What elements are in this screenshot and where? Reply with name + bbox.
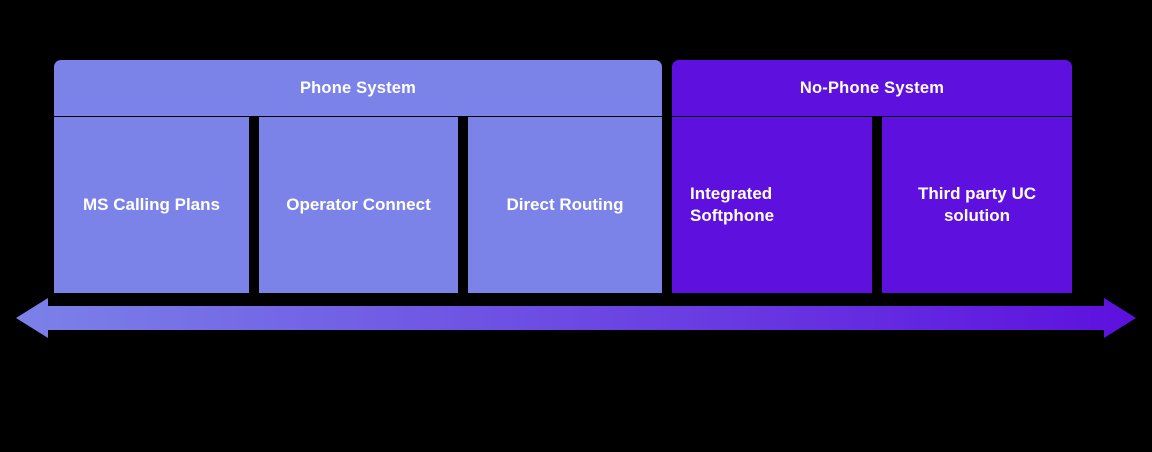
option-box-operator-connect[interactable]: Operator Connect xyxy=(259,117,458,293)
option-box-third-party-uc-solution-label: Third party UC solution xyxy=(917,183,1037,225)
group-header-phone-system-label: Phone System xyxy=(299,78,417,97)
option-box-row: MS Calling Plans Operator Connect Direct… xyxy=(54,117,1072,293)
option-box-integrated-softphone[interactable]: Integrated Softphone xyxy=(672,117,872,293)
option-box-operator-connect-label: Operator Connect xyxy=(286,194,431,214)
spectrum-double-arrow-icon xyxy=(14,296,1138,340)
group-header-row: Phone System No-Phone System xyxy=(54,60,1072,116)
group-header-phone-system[interactable]: Phone System xyxy=(54,60,662,116)
spectrum-arrow-shape xyxy=(16,298,1136,338)
option-box-third-party-uc-solution[interactable]: Third party UC solution xyxy=(882,117,1072,293)
spectrum-double-arrow-svg xyxy=(16,298,1136,338)
option-box-ms-calling-plans-label: MS Calling Plans xyxy=(83,194,220,214)
option-box-ms-calling-plans[interactable]: MS Calling Plans xyxy=(54,117,249,293)
option-box-direct-routing[interactable]: Direct Routing xyxy=(468,117,662,293)
group-header-no-phone-system[interactable]: No-Phone System xyxy=(672,60,1072,116)
group-header-no-phone-system-label: No-Phone System xyxy=(799,78,945,97)
option-box-integrated-softphone-label: Integrated Softphone xyxy=(690,183,775,225)
option-box-direct-routing-label: Direct Routing xyxy=(506,194,624,214)
